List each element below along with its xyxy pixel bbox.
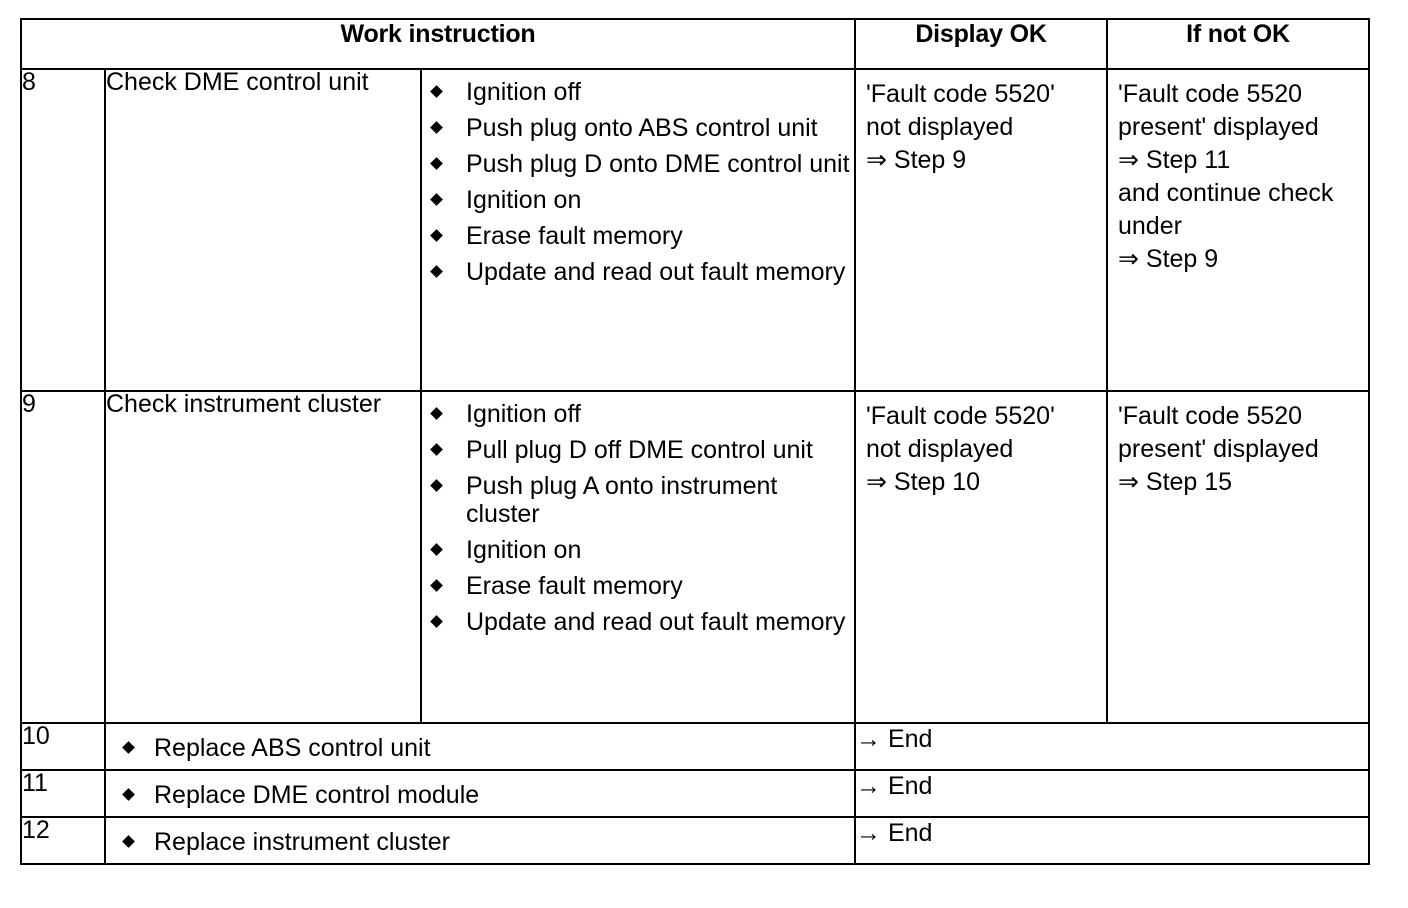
diamond-bullet-icon [430, 579, 443, 592]
result-line: ⇒ Step 11 [1118, 146, 1231, 174]
diamond-bullet-icon [430, 265, 443, 278]
header-display-ok: Display OK [854, 18, 1108, 70]
list-item: Update and read out fault memory [422, 258, 850, 286]
if-not-ok-cell: 'Fault code 5520 present' displayed ⇒ St… [1106, 68, 1370, 392]
step-actions-cell: Ignition off Push plug onto ABS control … [420, 68, 856, 392]
if-not-ok-text: 'Fault code 5520 present' displayed ⇒ St… [1108, 392, 1368, 507]
diamond-bullet-icon [430, 407, 443, 420]
result-line: 'Fault code 5520 [1118, 80, 1303, 108]
task-description-cell: Replace instrument cluster [104, 816, 856, 865]
result-line: ⇒ Step 9 [866, 146, 967, 174]
table-row-step-11: 11 Replace DME control module → End [20, 769, 1370, 818]
result-line: under [1118, 212, 1182, 240]
diamond-bullet-icon [430, 85, 443, 98]
list-item: Erase fault memory [422, 222, 850, 250]
display-ok-text: 'Fault code 5520' not displayed ⇒ Step 9 [856, 70, 1106, 185]
list-item-label: Erase fault memory [466, 222, 683, 250]
step-number-cell: 8 [20, 68, 106, 392]
list-item: Ignition off [422, 400, 850, 428]
result-line: not displayed [866, 435, 1014, 463]
list-item: Ignition on [422, 536, 850, 564]
step-number-cell: 9 [20, 390, 106, 724]
if-not-ok-text: 'Fault code 5520 present' displayed ⇒ St… [1108, 70, 1368, 284]
result-cell: → End [854, 769, 1370, 818]
list-item: Erase fault memory [422, 572, 850, 600]
display-ok-cell: 'Fault code 5520' not displayed ⇒ Step 9 [854, 68, 1108, 392]
diamond-bullet-icon [430, 479, 443, 492]
action-label: Replace ABS control unit [154, 734, 431, 762]
list-item-label: Ignition on [466, 536, 582, 564]
step-number-cell: 11 [20, 769, 106, 818]
diamond-bullet-icon [430, 443, 443, 456]
diamond-bullet-icon [122, 788, 135, 801]
result-line: 'Fault code 5520' [866, 80, 1055, 108]
list-item-label: Push plug D onto DME control unit [466, 150, 850, 178]
table-row-step-12: 12 Replace instrument cluster → End [20, 816, 1370, 865]
list-item: Push plug onto ABS control unit [422, 114, 850, 142]
result-line: present' displayed [1118, 435, 1319, 463]
result-cell: → End [854, 722, 1370, 771]
diamond-bullet-icon [122, 835, 135, 848]
list-item: Push plug A onto instrument cluster [422, 472, 850, 528]
result-line: 'Fault code 5520' [866, 402, 1055, 430]
result-line: ⇒ Step 15 [1118, 468, 1233, 496]
action-line: Replace ABS control unit [106, 724, 854, 769]
list-item-label: Pull plug D off DME control unit [466, 436, 813, 464]
list-item-label: Erase fault memory [466, 572, 683, 600]
display-ok-cell: 'Fault code 5520' not displayed ⇒ Step 1… [854, 390, 1108, 724]
task-description-cell: Check instrument cluster [104, 390, 422, 724]
header-work-instruction: Work instruction [20, 18, 856, 70]
step-actions-cell: Ignition off Pull plug D off DME control… [420, 390, 856, 724]
action-line: Replace instrument cluster [106, 818, 854, 863]
task-description-cell: Replace ABS control unit [104, 722, 856, 771]
list-item-label: Push plug A onto instrument cluster [466, 472, 778, 528]
work-instruction-table: Work instruction Display OK If not OK 8 … [20, 18, 1370, 865]
table-row-step-10: 10 Replace ABS control unit → End [20, 722, 1370, 771]
table-row-step-9: 9 Check instrument cluster Ignition off … [20, 390, 1370, 724]
step-number-cell: 12 [20, 816, 106, 865]
result-line: present' displayed [1118, 113, 1319, 141]
table-body: 8 Check DME control unit Ignition off Pu… [20, 68, 1370, 865]
diamond-bullet-icon [430, 229, 443, 242]
header-row: Work instruction Display OK If not OK [20, 18, 1370, 70]
result-line: not displayed [866, 113, 1014, 141]
diamond-bullet-icon [430, 193, 443, 206]
list-item: Pull plug D off DME control unit [422, 436, 850, 464]
table-header: Work instruction Display OK If not OK [20, 18, 1370, 70]
diamond-bullet-icon [430, 157, 443, 170]
header-if-not-ok: If not OK [1106, 18, 1370, 70]
result-cell: → End [854, 816, 1370, 865]
list-item-label: Update and read out fault memory [466, 608, 846, 636]
result-line: ⇒ Step 10 [866, 468, 981, 496]
if-not-ok-cell: 'Fault code 5520 present' displayed ⇒ St… [1106, 390, 1370, 724]
display-ok-text: 'Fault code 5520' not displayed ⇒ Step 1… [856, 392, 1106, 507]
action-line: Replace DME control module [106, 771, 854, 816]
list-item-label: Update and read out fault memory [466, 258, 846, 286]
result-line: and continue check [1118, 179, 1334, 207]
list-item: Push plug D onto DME control unit [422, 150, 850, 178]
table-row-step-8: 8 Check DME control unit Ignition off Pu… [20, 68, 1370, 392]
list-item: Ignition on [422, 186, 850, 214]
diamond-bullet-icon [430, 121, 443, 134]
task-description-cell: Replace DME control module [104, 769, 856, 818]
list-item-label: Ignition on [466, 186, 582, 214]
list-item: Update and read out fault memory [422, 608, 850, 636]
list-item-label: Push plug onto ABS control unit [466, 114, 818, 142]
step-actions-list: Ignition off Push plug onto ABS control … [422, 70, 854, 294]
list-item-label: Ignition off [466, 78, 581, 106]
action-label: Replace DME control module [154, 781, 480, 809]
list-item-label: Ignition off [466, 400, 581, 428]
diamond-bullet-icon [430, 543, 443, 556]
diamond-bullet-icon [430, 615, 443, 628]
step-actions-list: Ignition off Pull plug D off DME control… [422, 392, 854, 644]
action-label: Replace instrument cluster [154, 828, 450, 856]
list-item: Ignition off [422, 78, 850, 106]
task-description-cell: Check DME control unit [104, 68, 422, 392]
result-line: ⇒ Step 9 [1118, 245, 1219, 273]
diamond-bullet-icon [122, 741, 135, 754]
step-number-cell: 10 [20, 722, 106, 771]
result-line: 'Fault code 5520 [1118, 402, 1303, 430]
